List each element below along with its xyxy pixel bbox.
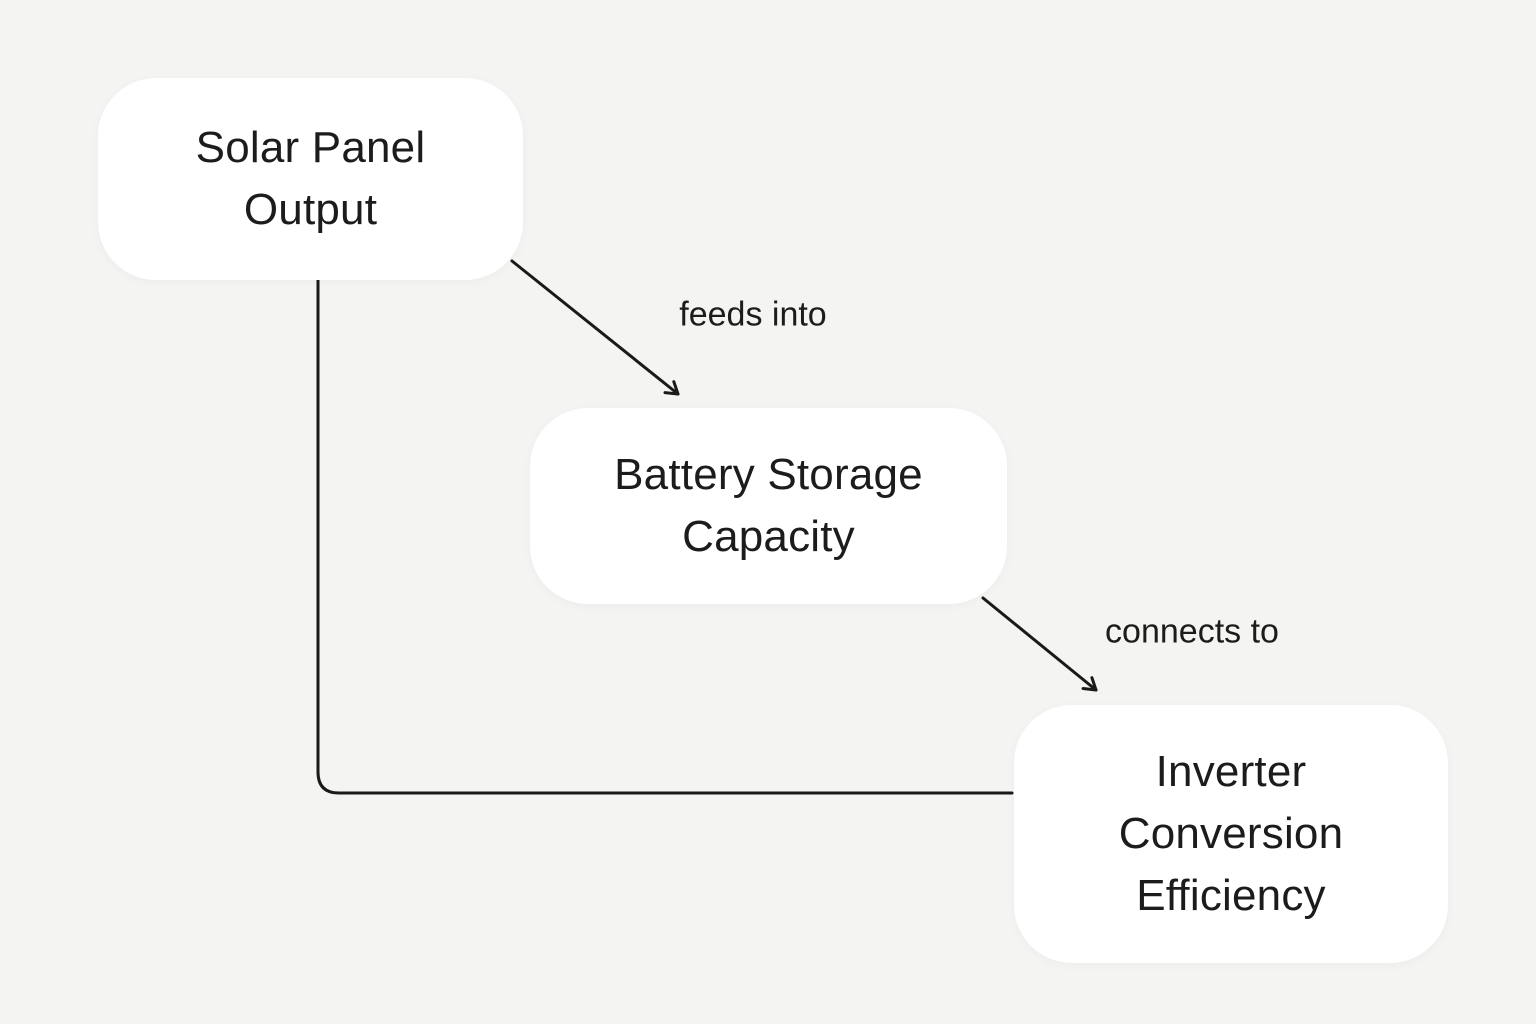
node-inverter-conversion-efficiency: Inverter Conversion Efficiency — [1014, 705, 1448, 963]
edge-solar-to-inverter — [316, 278, 1014, 795]
edge-label-feeds-into: feeds into — [679, 295, 827, 334]
edge-label-connects-to: connects to — [1105, 612, 1279, 651]
node-label: Solar Panel Output — [195, 123, 426, 234]
node-label: Inverter Conversion Efficiency — [1118, 747, 1344, 920]
node-label: Battery Storage Capacity — [614, 450, 923, 561]
node-solar-panel-output: Solar Panel Output — [98, 78, 523, 280]
edge-solar-to-battery — [510, 259, 680, 396]
edge-battery-to-inverter — [981, 596, 1098, 692]
node-battery-storage-capacity: Battery Storage Capacity — [530, 408, 1007, 604]
